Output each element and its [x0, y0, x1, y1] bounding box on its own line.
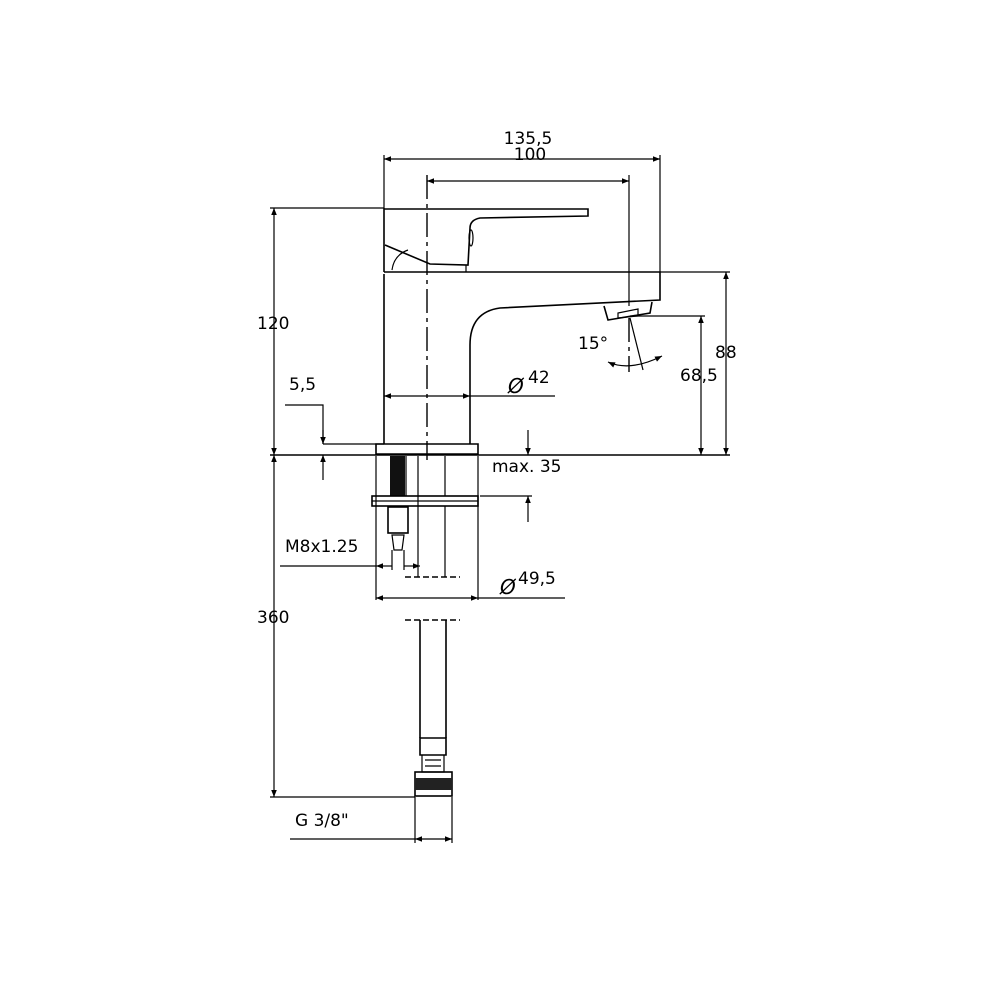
dimension-lines: [270, 155, 730, 843]
dim-hose-connection: G 3/8": [295, 811, 349, 831]
diameter-symbol: Ø: [507, 374, 525, 398]
diameter-symbol: Ø: [499, 575, 517, 599]
lever-handle: [384, 208, 589, 272]
dim-overall-height: 120: [257, 314, 289, 334]
dim-spout-height: 88: [715, 343, 737, 363]
dim-handle-reach: 100: [514, 145, 546, 165]
threaded-stud: [371, 456, 479, 600]
dim-base-diameter: 49,5: [518, 569, 556, 589]
dim-body-diameter: 42: [528, 368, 550, 388]
dim-hose-length: 360: [257, 608, 289, 628]
faucet-body: [375, 208, 661, 455]
dim-max-deck-thickness: max. 35: [492, 457, 561, 477]
supply-hose: [405, 619, 460, 797]
dim-stud-thread: M8x1.25: [285, 537, 358, 557]
dim-overall-width: 135,5: [504, 129, 553, 149]
dim-base-thickness: 5,5: [289, 375, 316, 395]
dim-spout-angle: 15°: [578, 334, 608, 354]
dim-spout-outlet-height: 68,5: [680, 366, 718, 386]
aerator: [603, 301, 653, 321]
